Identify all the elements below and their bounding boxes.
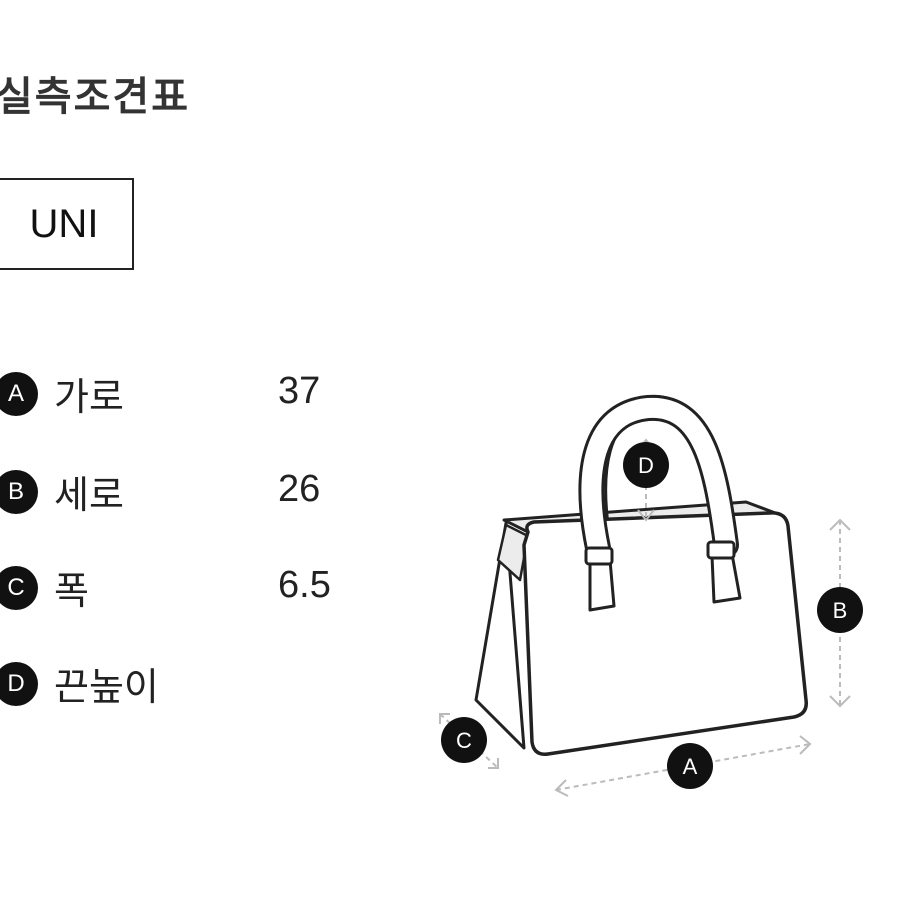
marker-c-icon <box>441 717 487 763</box>
size-option-uni[interactable]: UNI <box>0 178 134 270</box>
handbag-icon: D B C A <box>439 394 863 797</box>
marker-c-badge: C <box>0 566 38 610</box>
measurement-value: 37 <box>278 370 321 412</box>
marker-b-text: B <box>833 598 848 623</box>
marker-b-badge: B <box>0 470 38 514</box>
measurement-label: 폭 <box>54 569 89 613</box>
marker-d-icon <box>623 442 669 488</box>
marker-a-badge: A <box>0 372 38 416</box>
measurement-value: 6.5 <box>278 564 331 606</box>
measurement-label: 가로 <box>54 375 124 419</box>
marker-d-text: D <box>638 453 654 478</box>
measurement-value: 26 <box>278 468 321 510</box>
marker-b-icon <box>817 587 863 633</box>
measurement-label: 끈높이 <box>54 665 159 709</box>
measurement-label: 세로 <box>54 473 124 517</box>
marker-d-badge: D <box>0 662 38 706</box>
marker-a-text: A <box>683 754 698 779</box>
page-title: 실측조견표 <box>0 74 190 120</box>
marker-c-text: C <box>456 728 472 753</box>
marker-a-icon <box>667 743 713 789</box>
